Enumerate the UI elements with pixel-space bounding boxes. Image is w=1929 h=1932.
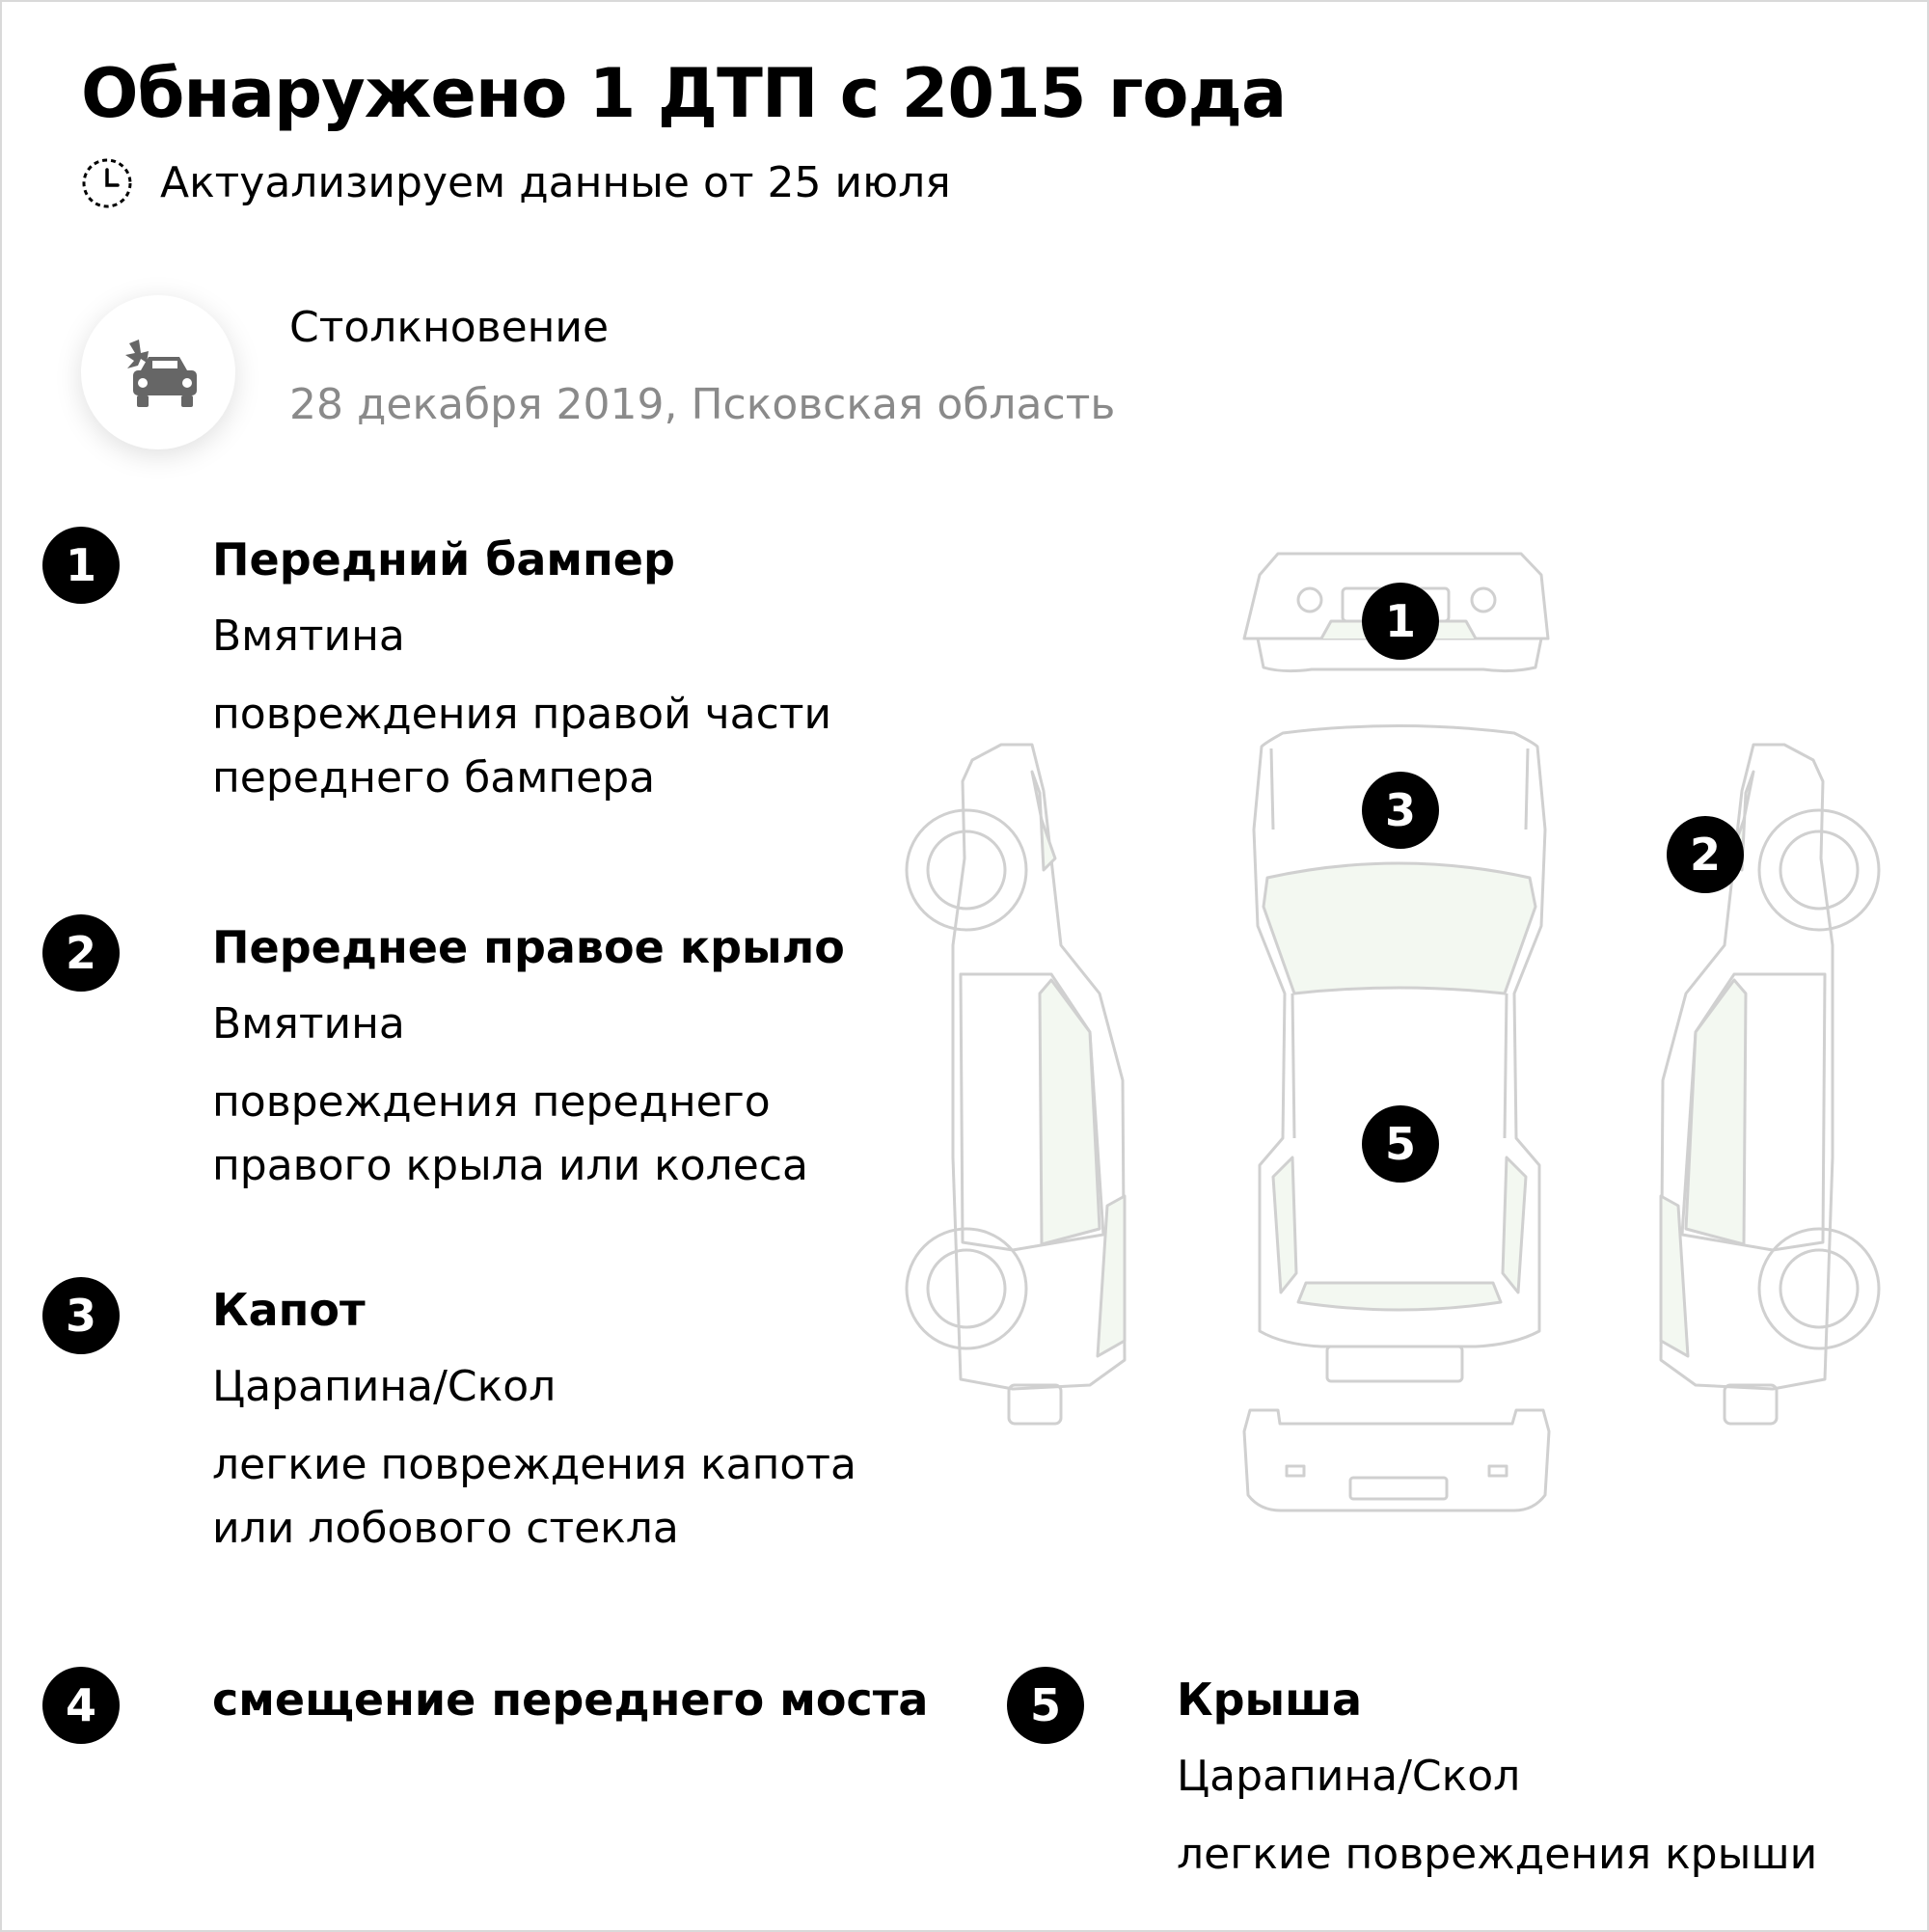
- car-side-view-left: [905, 743, 1127, 1426]
- damage-description: легкие повреждения крыши: [1177, 1830, 1818, 1879]
- page-title: Обнаружено 1 ДТП с 2015 года: [81, 54, 1287, 133]
- diagram-marker-front-bumper[interactable]: 1: [1362, 583, 1439, 660]
- diagram-marker-roof[interactable]: 5: [1362, 1105, 1439, 1183]
- car-collision-icon: [125, 340, 197, 407]
- damage-number-badge: 4: [42, 1667, 120, 1744]
- damage-description: легкие повреждения капота или лобового с…: [212, 1440, 856, 1553]
- event-icon-circle: [81, 295, 235, 449]
- damage-title: смещение переднего моста: [212, 1673, 929, 1726]
- damage-type: Царапина/Скол: [212, 1362, 557, 1411]
- damage-title: Передний бампер: [212, 533, 675, 585]
- damage-number-badge: 1: [42, 527, 120, 604]
- damage-title: Крыша: [1177, 1673, 1363, 1726]
- diagram-marker-front-right-fender[interactable]: 2: [1667, 816, 1744, 893]
- damage-number-badge: 3: [42, 1277, 120, 1354]
- car-top-view: [1252, 724, 1547, 1383]
- damage-type: Царапина/Скол: [1177, 1752, 1521, 1801]
- damage-description: повреждения правой части переднего бампе…: [212, 690, 832, 803]
- update-date-text: Актуализируем данные от 25 июля: [160, 158, 951, 207]
- clock-icon: [81, 157, 133, 209]
- car-side-view-right: [1659, 743, 1881, 1426]
- diagram-marker-hood[interactable]: 3: [1362, 772, 1439, 849]
- event-date-location: 28 декабря 2019, Псковская область: [289, 380, 1116, 429]
- car-damage-diagram: [905, 552, 1881, 1512]
- damage-type: Вмятина: [212, 612, 405, 661]
- damage-number-badge: 2: [42, 914, 120, 992]
- damage-number-badge: 5: [1007, 1667, 1084, 1744]
- damage-description: повреждения переднего правого крыла или …: [212, 1077, 808, 1190]
- car-rear-view: [1242, 1408, 1551, 1512]
- damage-title: Капот: [212, 1284, 366, 1336]
- event-type: Столкновение: [289, 303, 610, 352]
- damage-type: Вмятина: [212, 999, 405, 1048]
- damage-title: Переднее правое крыло: [212, 921, 845, 973]
